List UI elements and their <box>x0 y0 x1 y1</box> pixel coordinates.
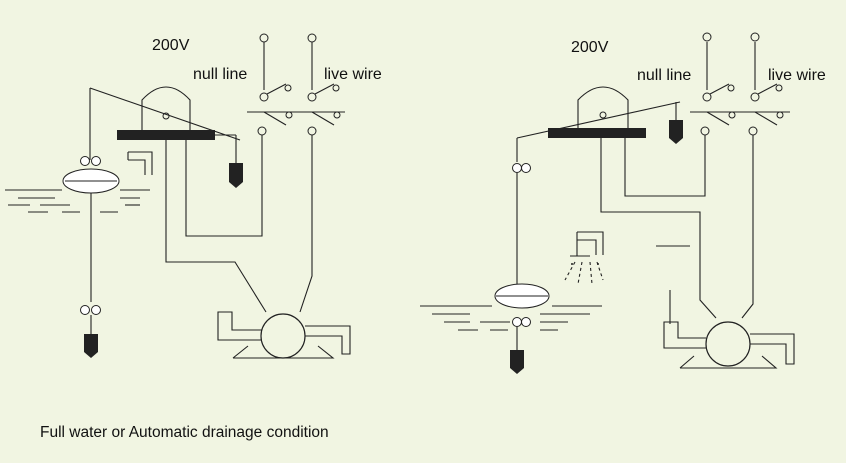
left-switch-housing <box>89 86 243 188</box>
right-water-surface <box>420 305 602 331</box>
left-elbow-pipe <box>127 151 153 175</box>
right-pump-wiring <box>600 135 754 324</box>
right-null-line-label: null line <box>637 67 691 84</box>
left-float <box>62 156 120 358</box>
right-voltage-label: 200V <box>571 39 609 56</box>
left-panel: 200V null line live wire <box>5 33 382 359</box>
right-live-wire-label: live wire <box>768 67 826 84</box>
caption: Full water or Automatic drainage conditi… <box>40 424 329 441</box>
right-switch-housing <box>516 86 683 162</box>
right-elbow-pipe <box>564 231 604 285</box>
left-voltage-label: 200V <box>152 37 190 54</box>
left-null-line-label: null line <box>193 66 247 83</box>
right-float <box>494 163 550 374</box>
left-pump <box>217 311 351 359</box>
left-live-wire-label: live wire <box>324 66 382 83</box>
right-power-switch <box>690 32 790 136</box>
left-pump-wiring <box>165 135 313 313</box>
left-power-switch <box>247 33 345 136</box>
right-pump <box>663 321 795 369</box>
left-water-surface <box>5 189 150 213</box>
right-panel: 200V null line live wire <box>420 32 826 374</box>
